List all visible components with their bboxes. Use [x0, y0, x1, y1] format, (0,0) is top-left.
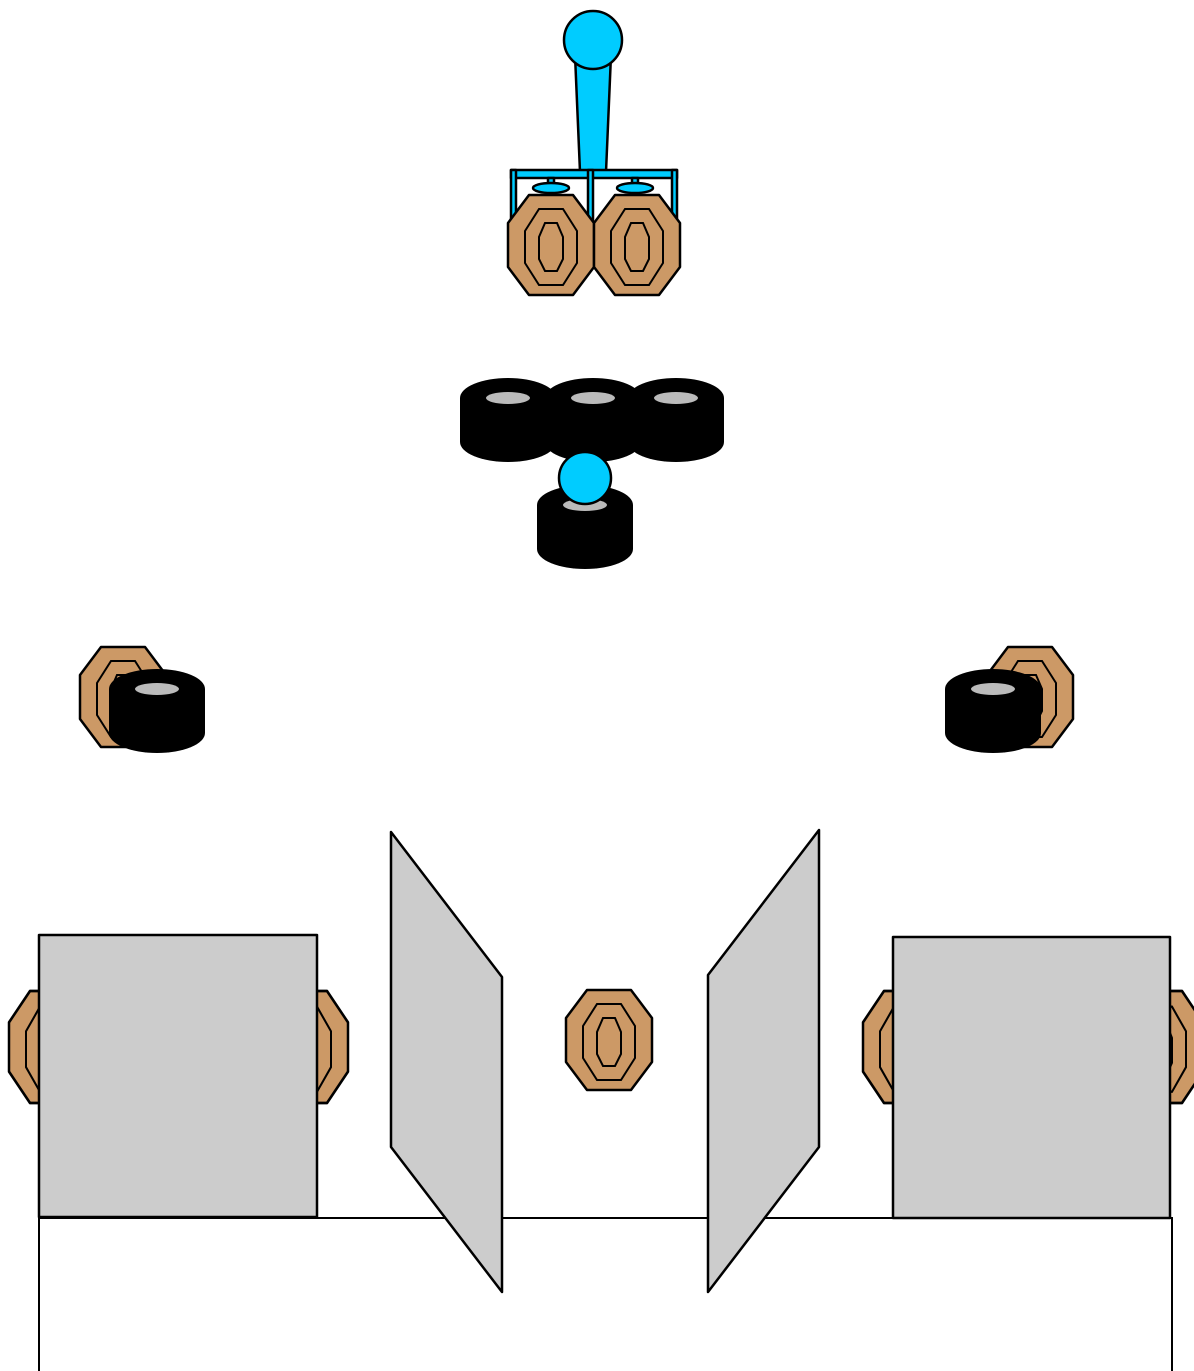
shooting-area-box — [38, 1217, 1173, 1371]
right-target-tire-icon — [945, 645, 1075, 753]
left-angled-barrier — [389, 830, 504, 1294]
popper-top-icon — [562, 9, 624, 174]
center-paper-target-icon — [564, 988, 654, 1092]
right-wall-barrier — [891, 935, 1172, 1220]
right-angled-barrier — [706, 828, 821, 1294]
left-wall-barrier — [37, 933, 319, 1219]
tire-stack-row-icon — [460, 378, 724, 462]
dual-paper-target-icon — [506, 168, 682, 297]
left-target-tire-icon — [78, 645, 205, 753]
popper-on-tire-stack-icon — [537, 450, 633, 569]
